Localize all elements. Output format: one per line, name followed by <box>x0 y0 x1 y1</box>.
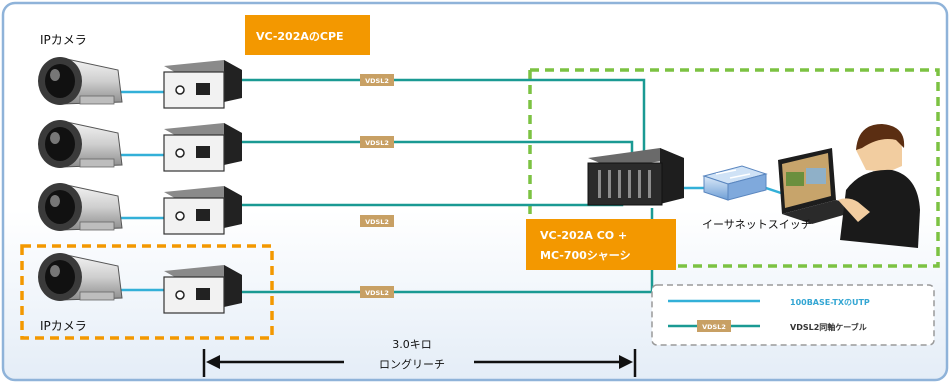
arrowhead-left <box>206 355 220 369</box>
vdsl-tag: VDSL2 <box>360 74 394 86</box>
vdsl-tag: VDSL2 <box>360 136 394 148</box>
ip-camera-2 <box>38 120 123 168</box>
utp-links <box>118 90 164 292</box>
ip-camera-label-bottom: IPカメラ <box>40 319 87 333</box>
cpe-unit-1 <box>163 60 242 109</box>
ip-camera-label-top: IPカメラ <box>40 33 87 47</box>
co-label-box <box>526 219 676 270</box>
vdsl-tag-text: VDSL2 <box>365 289 389 297</box>
long-reach-label: ロングリーチ <box>379 357 445 371</box>
distance-label: 3.0キロ <box>392 338 432 351</box>
mc700-chassis <box>587 148 684 206</box>
ip-camera-1 <box>38 57 123 105</box>
ethernet-switch-label: イーサネットスイッチ <box>702 218 812 231</box>
cpe-unit-4 <box>163 265 242 314</box>
vdsl-tags: VDSL2 VDSL2 VDSL2 VDSL2 <box>360 74 394 298</box>
vdsl-tag-text: VDSL2 <box>365 218 389 226</box>
legend-coax-tag <box>697 320 731 332</box>
ethernet-switch-icon <box>702 165 768 201</box>
legend-coax-label: VDSL2同軸ケーブル <box>790 322 867 332</box>
ip-camera-3 <box>38 183 123 231</box>
distance-indicator <box>202 349 637 377</box>
cpe-label-text: VC-202AのCPE <box>256 30 344 43</box>
arrowhead-right <box>619 355 633 369</box>
co-area-dashed-border <box>530 68 940 268</box>
vdsl-tag-text: VDSL2 <box>365 77 389 85</box>
camera-selection-dashed-border <box>20 244 274 340</box>
vdsl-tag: VDSL2 <box>360 286 394 298</box>
co-label-line2: MC-700シャーシ <box>540 249 631 262</box>
cpe-label-box <box>245 15 370 55</box>
legend-coax-tag-text: VDSL2 <box>702 323 726 331</box>
vdsl-tag: VDSL2 <box>360 215 394 227</box>
cpe-unit-2 <box>163 123 242 172</box>
ip-camera-4 <box>38 253 123 301</box>
co-label-line1: VC-202A CO + <box>540 229 627 242</box>
cpe-unit-3 <box>163 186 242 235</box>
vdsl-tag-text: VDSL2 <box>365 139 389 147</box>
operator-person-icon <box>838 124 920 248</box>
legend-utp-label: 100BASE-TXのUTP <box>790 298 870 307</box>
legend-box <box>651 284 935 346</box>
